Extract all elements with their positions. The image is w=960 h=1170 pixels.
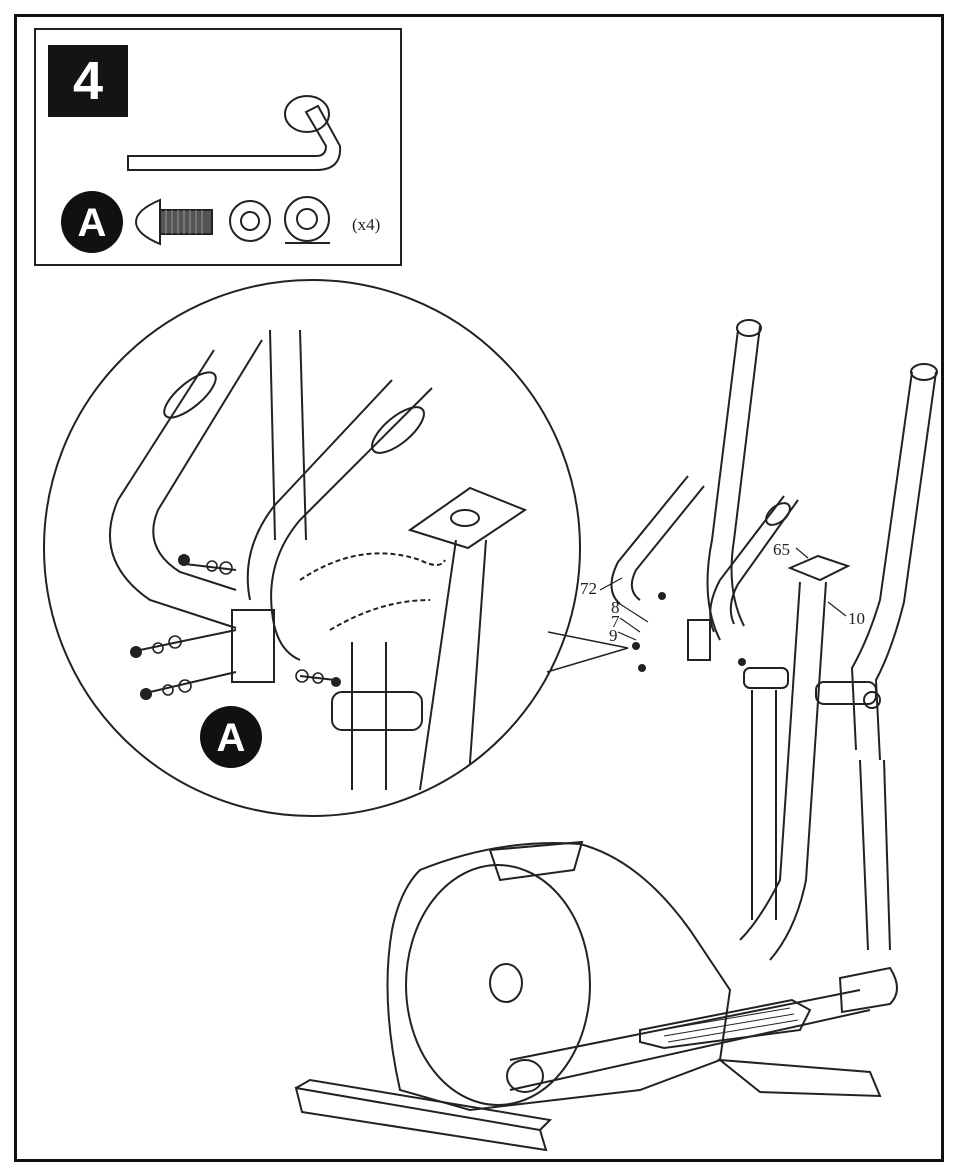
bolt-icon bbox=[134, 198, 213, 246]
badge-a-letter: A bbox=[78, 201, 107, 245]
zoom-badge-a-letter: A bbox=[217, 716, 246, 760]
callout-72: 72 bbox=[580, 579, 597, 598]
callout-65: 65 bbox=[773, 540, 790, 559]
callout-7: 7 bbox=[611, 612, 620, 631]
step-number-badge: 4 bbox=[48, 45, 128, 117]
hardware-quantity: (x4) bbox=[352, 215, 381, 234]
zoom-bolts bbox=[130, 554, 341, 700]
flat-washer-icon bbox=[284, 196, 330, 244]
allen-wrench-icon bbox=[127, 95, 342, 171]
parts-box bbox=[34, 28, 402, 266]
page-frame bbox=[14, 14, 944, 1162]
callout-leaders bbox=[599, 547, 847, 641]
zoom-badge-a-icon: A bbox=[200, 706, 262, 768]
zoom-leader-line bbox=[546, 647, 629, 673]
badge-a-icon: A bbox=[61, 191, 123, 253]
zoom-detail-circle bbox=[43, 279, 581, 817]
machine-bolts bbox=[632, 592, 746, 672]
spring-washer-icon bbox=[229, 200, 271, 242]
elliptical-machine bbox=[294, 319, 938, 1152]
zoom-detail-drawing bbox=[109, 329, 528, 791]
callout-9: 9 bbox=[609, 626, 618, 645]
callout-8: 8 bbox=[611, 598, 620, 617]
callout-10: 10 bbox=[848, 609, 865, 628]
